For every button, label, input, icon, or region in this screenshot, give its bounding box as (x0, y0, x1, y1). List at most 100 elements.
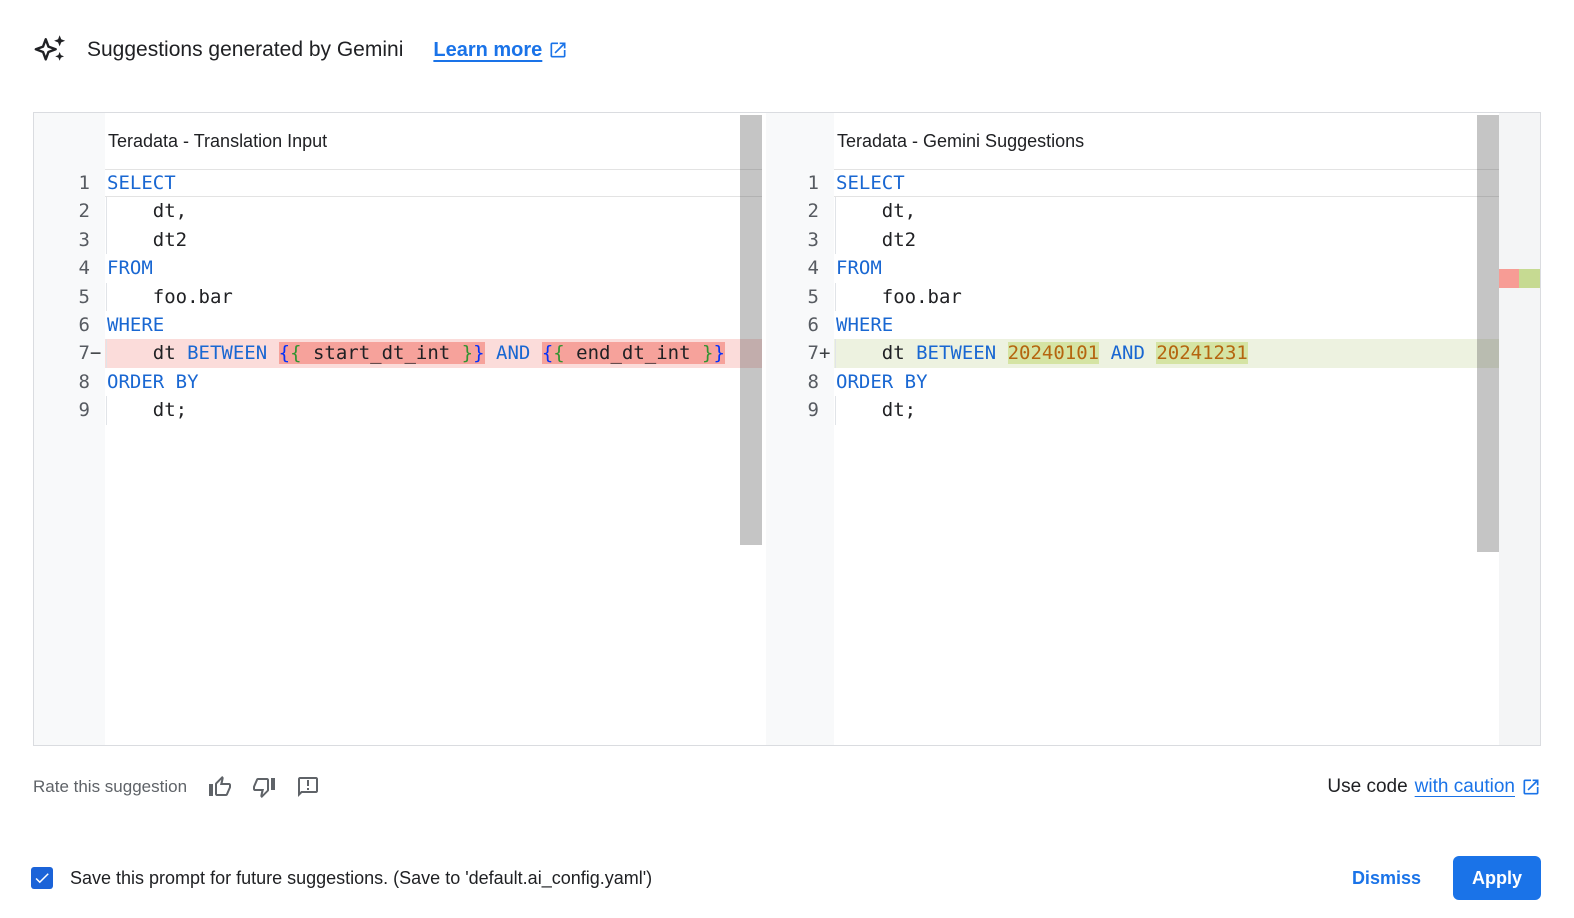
diff-sign (819, 169, 834, 197)
open-in-new-icon (550, 42, 566, 58)
code-token: WHERE (107, 313, 165, 336)
code-token: FROM (836, 257, 882, 280)
code-line: 3 dt2 (34, 225, 762, 255)
code-line: 6 WHERE (766, 311, 1540, 339)
code-text[interactable]: ORDER BY (105, 368, 762, 396)
line-gutter: 8 (34, 368, 105, 396)
diff-sign: − (90, 342, 102, 365)
feedback-row: Rate this suggestion Use code with cauti… (33, 772, 1541, 802)
apply-button[interactable]: Apply (1452, 856, 1541, 900)
line-number: 4 (78, 257, 90, 280)
code-text[interactable]: foo.bar (834, 282, 1540, 312)
line-number: 6 (807, 313, 819, 336)
code-token: dt; (107, 399, 188, 422)
code-line: 2 dt, (34, 197, 762, 227)
line-gutter: 5 (766, 283, 834, 311)
code-token: FROM (107, 257, 153, 280)
line-number-gutter (34, 113, 105, 745)
code-line: 7− dt BETWEEN {{ start_dt_int }} AND {{ … (34, 339, 762, 369)
code-text[interactable]: dt2 (834, 225, 1540, 255)
line-gutter: 3 (34, 226, 105, 254)
code-line: 7+ dt BETWEEN 20240101 AND 20241231 (766, 339, 1540, 369)
diff-sign (90, 368, 105, 396)
thumb-up-button[interactable] (207, 774, 233, 800)
line-gutter: 2 (34, 197, 105, 225)
code-text[interactable]: dt BETWEEN 20240101 AND 20241231 (834, 339, 1540, 369)
diff-sign (90, 283, 105, 311)
code-token: ORDER BY (107, 370, 199, 393)
gemini-sparkle-icon (34, 35, 66, 61)
code-token: 20241231 (1156, 342, 1248, 365)
code-line: 4 FROM (34, 254, 762, 282)
code-token: AND (1110, 342, 1145, 365)
line-number: 3 (807, 228, 819, 251)
code-text[interactable]: dt; (834, 396, 1540, 425)
thumb-down-button[interactable] (251, 774, 277, 800)
code-token (267, 342, 278, 364)
diff-sign (819, 283, 834, 311)
diff-sign (819, 368, 834, 396)
line-gutter: 1 (766, 169, 834, 197)
code-text[interactable]: SELECT (834, 169, 1540, 197)
with-caution-link[interactable]: with caution (1414, 776, 1515, 797)
code-text[interactable]: FROM (834, 254, 1540, 282)
code-token: } (713, 342, 725, 365)
code-text[interactable]: dt; (105, 396, 762, 425)
save-prompt-checkbox[interactable] (31, 867, 53, 889)
line-gutter: 1 (34, 169, 105, 197)
code-token: dt; (836, 399, 917, 422)
code-text[interactable]: dt BETWEEN {{ start_dt_int }} AND {{ end… (105, 339, 762, 369)
code-token: { (553, 342, 565, 365)
action-bar: Save this prompt for future suggestions.… (31, 856, 1541, 900)
line-number: 9 (807, 399, 819, 422)
code-token: AND (496, 342, 531, 365)
code-text[interactable]: dt2 (105, 225, 762, 255)
code-token: WHERE (836, 313, 894, 336)
code-text[interactable]: FROM (105, 254, 762, 282)
code-token (485, 342, 496, 364)
gemini-suggestions-dialog: Suggestions generated by Gemini Learn mo… (0, 32, 1574, 900)
code-token: } (473, 342, 485, 365)
diff-sign (90, 311, 105, 339)
line-gutter: 7+ (766, 339, 834, 367)
code-text[interactable]: WHERE (834, 311, 1540, 339)
diff-sign (819, 197, 834, 225)
code-text[interactable]: foo.bar (105, 282, 762, 312)
line-number: 5 (807, 285, 819, 308)
learn-more-link[interactable]: Learn more (433, 39, 568, 62)
diff-overview-ruler (1499, 113, 1540, 745)
vertical-scrollbar[interactable] (740, 115, 762, 545)
line-number: 3 (78, 228, 90, 251)
line-gutter: 4 (766, 254, 834, 282)
code-token: dt2 (836, 228, 917, 251)
feedback-button[interactable] (295, 774, 321, 800)
line-number: 8 (807, 370, 819, 393)
diff-sign (90, 254, 105, 282)
page-title: Suggestions generated by Gemini (87, 38, 404, 61)
code-text[interactable]: dt, (834, 197, 1540, 227)
use-code-text: Use code (1327, 776, 1408, 797)
line-number: 6 (78, 313, 90, 336)
line-gutter: 2 (766, 197, 834, 225)
pane-header-left: Teradata - Translation Input (34, 113, 762, 169)
code-text[interactable]: dt, (105, 197, 762, 227)
line-gutter: 8 (766, 368, 834, 396)
code-token: } (461, 342, 474, 365)
dismiss-button[interactable]: Dismiss (1338, 858, 1435, 899)
diff-sign (90, 169, 105, 197)
line-number: 7 (807, 342, 819, 365)
pane-header-right: Teradata - Gemini Suggestions (766, 113, 1540, 169)
line-gutter: 9 (766, 396, 834, 424)
code-line: 2 dt, (766, 197, 1540, 227)
vertical-scrollbar[interactable] (1477, 115, 1499, 552)
line-number: 2 (807, 200, 819, 223)
code-text[interactable]: ORDER BY (834, 368, 1540, 396)
code-text[interactable]: WHERE (105, 311, 762, 339)
code-text[interactable]: SELECT (105, 169, 762, 197)
